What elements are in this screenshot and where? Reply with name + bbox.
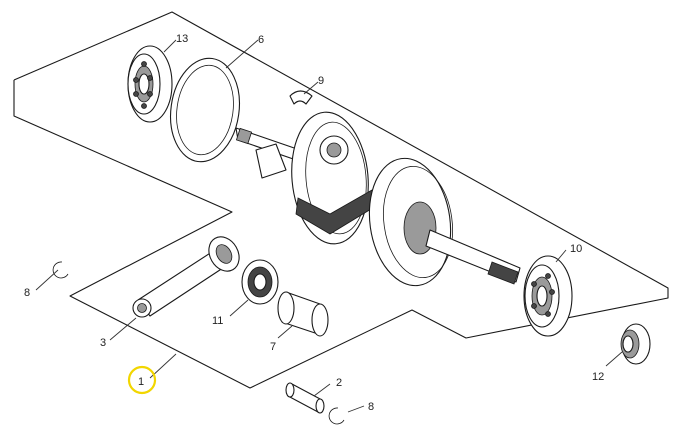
callout-12[interactable]: 12 bbox=[592, 371, 604, 383]
callout-11[interactable]: 11 bbox=[212, 315, 223, 327]
connecting-rod-3[interactable] bbox=[132, 231, 245, 318]
oil-seal-12[interactable] bbox=[620, 323, 651, 365]
callout-8-bottom[interactable]: 8 bbox=[368, 401, 374, 413]
needle-bearing-11[interactable] bbox=[241, 259, 279, 305]
callout-1-highlight bbox=[127, 365, 157, 395]
callout-1[interactable]: 1 bbox=[138, 376, 144, 388]
woodruff-key-9[interactable] bbox=[289, 90, 313, 105]
bearing-10[interactable] bbox=[523, 255, 573, 337]
bearing-13[interactable] bbox=[127, 45, 173, 123]
shim-ring-6[interactable] bbox=[164, 54, 246, 166]
piston-pin-2[interactable] bbox=[285, 382, 325, 414]
circlip-8-left[interactable] bbox=[52, 261, 69, 279]
assembly-frame bbox=[13, 11, 669, 389]
circlip-8-bottom[interactable] bbox=[328, 407, 345, 425]
crank-web-right[interactable] bbox=[361, 153, 521, 291]
callout-7[interactable]: 7 bbox=[270, 341, 276, 353]
callout-6[interactable]: 6 bbox=[258, 34, 264, 46]
callout-9[interactable]: 9 bbox=[318, 75, 324, 87]
callout-13[interactable]: 13 bbox=[176, 33, 188, 45]
callout-8-left[interactable]: 8 bbox=[24, 287, 30, 299]
leader-lines bbox=[35, 39, 623, 413]
callout-2[interactable]: 2 bbox=[336, 377, 342, 389]
callout-10[interactable]: 10 bbox=[570, 243, 582, 255]
crank-web-left[interactable] bbox=[235, 109, 377, 247]
callout-3[interactable]: 3 bbox=[100, 337, 106, 349]
crank-pin-7[interactable] bbox=[277, 291, 329, 337]
